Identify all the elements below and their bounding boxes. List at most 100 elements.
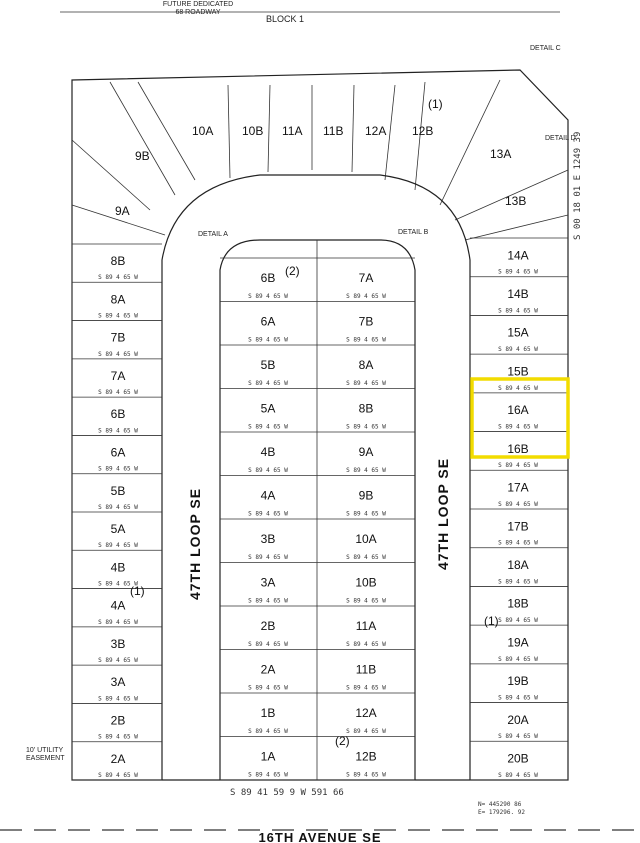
lot-width-dim: S 89 4 65 W [98,695,138,702]
lot-width-dim: S 89 4 65 W [498,578,538,585]
easement-label: 10' UTILITY [26,747,63,754]
center-lot-rows: 6B S 89 4 65 W 6A S 89 4 65 W 5B S 89 4 65 W 5… [220,257,415,781]
top-lot-labels: 9B 10A 10B 11A 11B 12A 12B 13A 9A 13B [115,124,526,218]
lot-label[interactable]: 3B [111,637,126,651]
lot-width-dim: S 89 4 65 W [248,424,288,431]
highlight-box[interactable] [470,377,570,459]
lot-width-dim: S 89 4 65 W [248,728,288,735]
lot-label[interactable]: 5A [261,401,276,415]
lot-label[interactable]: 10A [355,532,376,546]
lot-width-dim: S 89 4 65 W [346,511,386,518]
lot-width-dim: S 89 4 65 W [98,657,138,664]
lot-label[interactable]: 2B [261,619,276,633]
lot-label[interactable]: 2A [111,752,126,766]
lot-label[interactable]: 6B [261,271,276,285]
lot-width-dim: S 89 4 65 W [98,351,138,358]
lot-label[interactable]: 7B [111,331,126,345]
lot-label[interactable]: 6B [111,407,126,421]
lot-label: 9A [115,204,130,218]
lot-label[interactable]: 1A [261,749,276,763]
detail-a-label: DETAIL A [198,231,228,238]
lot-label: 11B [323,124,343,138]
lot-label[interactable]: 14A [507,248,528,262]
lot-label: 12B [412,124,433,138]
future-roadway-label-2: 68 ROADWAY [175,9,220,16]
subdivision-boundary [71,69,569,781]
lot-label[interactable]: 9B [359,488,374,502]
lot-width-dim: S 89 4 65 W [498,462,538,469]
lot-label[interactable]: 12B [355,749,376,763]
lot-width-dim: S 89 4 65 W [498,733,538,740]
lot-width-dim: S 89 4 65 W [346,424,386,431]
detail-d-label: DETAIL D [545,135,576,142]
lot-label[interactable]: 17A [507,481,528,495]
coord-east: E= 179296. 92 [478,809,525,816]
lot-label[interactable]: 5A [111,522,126,536]
lot-label[interactable]: 20B [507,752,528,766]
lot-label[interactable]: 10B [355,575,376,589]
lot-label[interactable]: 3A [111,675,126,689]
lot-width-dim: S 89 4 65 W [248,598,288,605]
lot-label[interactable]: 12A [355,706,376,720]
bottom-bearing: S 89 41 59 9 W 591 66 [230,788,344,798]
lot-width-dim: S 89 4 65 W [248,337,288,344]
lot-label[interactable]: 7A [359,271,374,285]
lot-label[interactable]: 1B [261,706,276,720]
lot-label[interactable]: 3B [261,532,276,546]
lot-label[interactable]: 7B [359,314,374,328]
lot-label[interactable]: 14B [507,287,528,301]
lot-label[interactable]: 3A [261,575,276,589]
road-name-right: 47TH LOOP SE [435,458,451,570]
lot-label[interactable]: 15A [507,326,528,340]
lot-width-dim: S 89 4 65 W [98,313,138,320]
lot-label[interactable]: 9A [359,445,374,459]
lot-label[interactable]: 20A [507,713,528,727]
callout-marker: (2) [285,264,300,278]
right-bearing: S 00 18 01 E 1249 39 [573,132,583,240]
lot-label[interactable]: 11A [356,619,376,633]
lot-label[interactable]: 15B [507,364,528,378]
lot-label[interactable]: 11B [356,662,376,676]
lot-width-dim: S 89 4 65 W [98,581,138,588]
lot-width-dim: S 89 4 65 W [346,728,386,735]
lot-label: 9B [135,149,150,163]
callout-marker: (1) [428,97,443,111]
lot-width-dim: S 89 4 65 W [346,772,386,779]
lot-label[interactable]: 8B [111,254,126,268]
lot-label[interactable]: 17B [507,519,528,533]
lot-label[interactable]: 5B [261,358,276,372]
lot-label[interactable]: 19A [507,635,528,649]
lot-width-dim: S 89 4 65 W [98,389,138,396]
lot-label[interactable]: 16A [507,403,528,417]
lot-width-dim: S 89 4 65 W [248,293,288,300]
lot-label[interactable]: 5B [111,484,126,498]
lot-width-dim: S 89 4 65 W [98,427,138,434]
lot-label[interactable]: 4B [111,560,126,574]
lot-width-dim: S 89 4 65 W [498,656,538,663]
lot-label[interactable]: 4A [261,488,276,502]
left-lot-rows: 8B S 89 4 65 W 8A S 89 4 65 W 7B S 89 4 65 W 7… [72,243,162,781]
lot-width-dim: S 89 4 65 W [98,274,138,281]
lot-width-dim: S 89 4 65 W [346,467,386,474]
lot-label[interactable]: 4A [111,599,126,613]
callout-marker: (1) [130,584,145,598]
lot-width-dim: S 89 4 65 W [98,542,138,549]
lot-label[interactable]: 8A [359,358,374,372]
lot-width-dim: S 89 4 65 W [248,380,288,387]
lot-width-dim: S 89 4 65 W [248,685,288,692]
lot-label[interactable]: 8A [111,292,126,306]
lot-label[interactable]: 2A [261,662,276,676]
lot-label[interactable]: 16B [507,442,528,456]
easement-label-2: EASEMENT [26,755,65,762]
lot-label[interactable]: 6A [261,314,276,328]
lot-label[interactable]: 6A [111,446,126,460]
lot-label[interactable]: 7A [111,369,126,383]
lot-label[interactable]: 18B [507,597,528,611]
lot-label[interactable]: 8B [359,401,374,415]
lot-label[interactable]: 18A [507,558,528,572]
lot-label[interactable]: 4B [261,445,276,459]
lot-label[interactable]: 2B [111,714,126,728]
lot-label[interactable]: 19B [507,674,528,688]
lot-label: 12A [365,124,386,138]
lot-label: 13B [505,194,526,208]
